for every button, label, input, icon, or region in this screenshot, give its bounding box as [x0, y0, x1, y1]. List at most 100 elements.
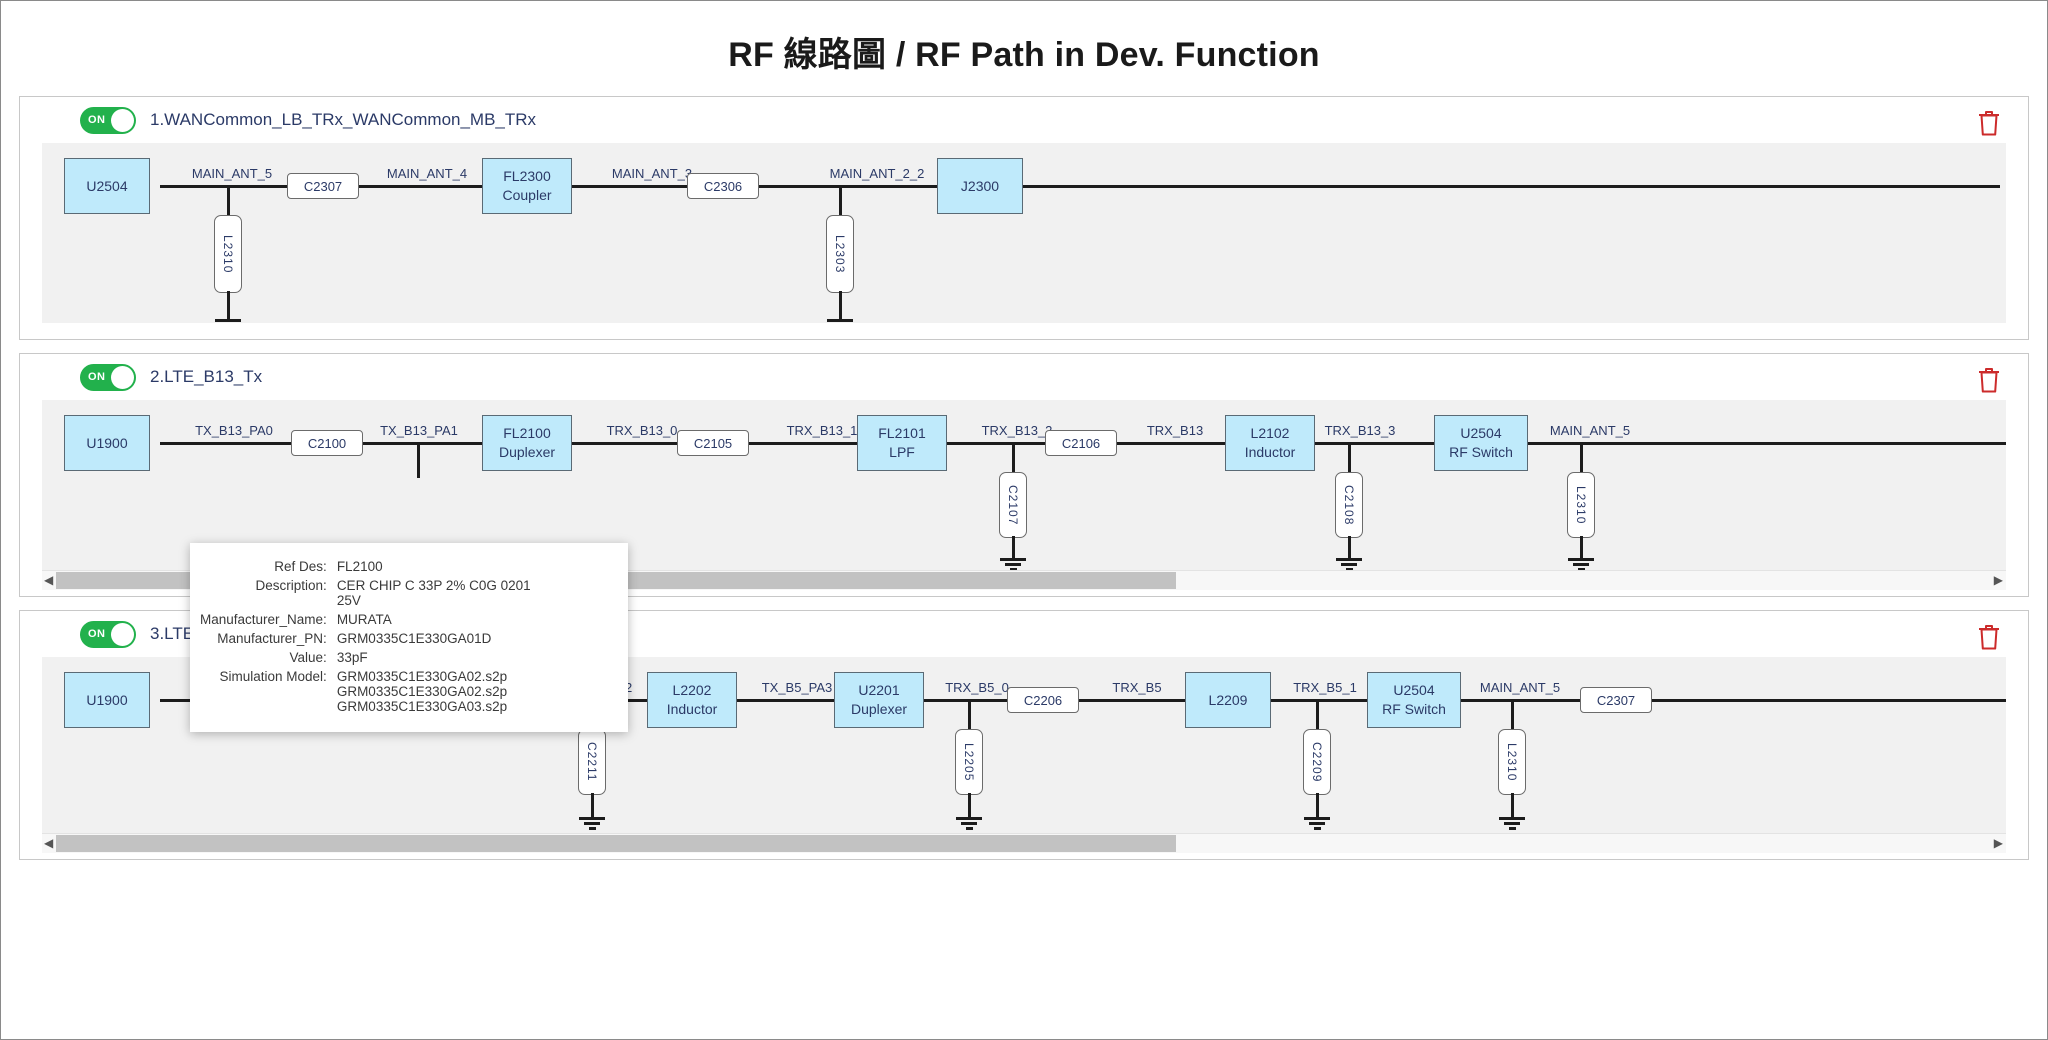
net-label: MAIN_ANT_3: [611, 166, 693, 181]
block-c2307[interactable]: C2307: [1580, 687, 1652, 713]
toggle-knob: [111, 622, 134, 646]
ground-icon: [1304, 815, 1330, 830]
block-ref: FL2100: [503, 425, 551, 442]
delete-icon[interactable]: [1976, 366, 2002, 394]
block-u2201[interactable]: U2201 Duplexer: [834, 672, 924, 728]
panel-1-canvas[interactable]: U2504 MAIN_ANT_5 C2307 MAIN_ANT_4 FL2300…: [42, 143, 2006, 323]
block-ref: L2310: [1505, 742, 1519, 782]
wire-main: [160, 699, 2006, 702]
block-sub: Coupler: [502, 187, 552, 203]
block-ref: L2209: [1208, 691, 1248, 708]
block-ref: U2504: [1393, 682, 1435, 699]
tooltip-value: MURATA: [336, 612, 392, 627]
block-c2211[interactable]: C2211: [578, 729, 606, 795]
net-label: TRX_B13_0: [606, 423, 678, 438]
tooltip-value: 33pF: [336, 650, 368, 665]
block-u1900[interactable]: U1900: [64, 672, 150, 728]
wire-shunt: [1348, 442, 1351, 478]
component-detail-tooltip: Ref Des: FL2100 Description: CER CHIP C …: [190, 543, 628, 732]
block-ref: C2307: [1596, 692, 1636, 708]
toggle-on-label: ON: [88, 628, 106, 640]
block-l2209[interactable]: L2209: [1185, 672, 1271, 728]
wire-gnd: [1348, 536, 1351, 558]
block-u2504[interactable]: U2504 RF Switch: [1434, 415, 1528, 471]
block-ref: U1900: [86, 434, 128, 451]
block-c2108[interactable]: C2108: [1335, 472, 1363, 538]
net-label: TRX_B13_3: [1324, 423, 1396, 438]
panel-1-toggle[interactable]: ON: [80, 106, 136, 134]
tooltip-table: Ref Des: FL2100 Description: CER CHIP C …: [200, 557, 547, 716]
block-u1900[interactable]: U1900: [64, 415, 150, 471]
block-c2106[interactable]: C2106: [1045, 430, 1117, 456]
ground-icon: [956, 815, 982, 830]
block-ref: FL2300: [503, 168, 551, 185]
path-panel-1: ON 1.WANCommon_LB_TRx_WANCommon_MB_TRx U…: [19, 96, 2029, 340]
panel-2-title: 2.LTE_B13_Tx: [150, 367, 263, 386]
block-l2310[interactable]: L2310: [1498, 729, 1526, 795]
panel-1-header: ON 1.WANCommon_LB_TRx_WANCommon_MB_TRx: [20, 97, 2028, 143]
ground-icon: [579, 815, 605, 830]
toggle-knob: [111, 365, 134, 389]
block-l2202[interactable]: L2202 Inductor: [647, 672, 737, 728]
block-c2209[interactable]: C2209: [1303, 729, 1331, 795]
block-ref: U1900: [86, 691, 128, 708]
net-label: MAIN_ANT_5: [191, 166, 273, 181]
panel-3-toggle[interactable]: ON: [80, 620, 136, 648]
tooltip-label: Manufacturer_Name:: [200, 612, 327, 627]
wire-shunt: [839, 185, 842, 221]
wire-shunt: [1511, 699, 1514, 735]
scroll-right-icon[interactable]: ▶: [1993, 836, 2003, 850]
block-fl2100[interactable]: FL2100 Duplexer: [482, 415, 572, 471]
block-ref: U2504: [1460, 425, 1502, 442]
block-ref: L2310: [221, 234, 235, 274]
panel-3-scrollbar[interactable]: ◀ ▶: [42, 833, 2006, 853]
net-label: TRX_B5_1: [1293, 680, 1357, 695]
wire-shunt: [1580, 442, 1583, 478]
tooltip-row: Value: 33pF: [200, 648, 547, 667]
tooltip-row: Ref Des: FL2100: [200, 557, 547, 576]
block-c2307[interactable]: C2307: [287, 173, 359, 199]
wire-gnd: [968, 793, 971, 817]
block-fl2101[interactable]: FL2101 LPF: [857, 415, 947, 471]
block-c2206[interactable]: C2206: [1007, 687, 1079, 713]
scroll-left-icon[interactable]: ◀: [44, 836, 54, 850]
block-sub: RF Switch: [1449, 444, 1513, 460]
block-l2310[interactable]: L2310: [1567, 472, 1595, 538]
ground-icon: [215, 317, 241, 323]
panel-2-canvas[interactable]: U1900 TX_B13_PA0 C2100 TX_B13_PA1 FL2100…: [42, 400, 2006, 570]
panel-2-toggle[interactable]: ON: [80, 363, 136, 391]
panel-1-title: 1.WANCommon_LB_TRx_WANCommon_MB_TRx: [150, 110, 537, 129]
net-label: TRX_B5: [1112, 680, 1162, 695]
scrollbar-thumb[interactable]: [56, 835, 1176, 852]
wire-shunt: [417, 442, 420, 478]
panel-list: ON 1.WANCommon_LB_TRx_WANCommon_MB_TRx U…: [1, 96, 2047, 860]
wire-gnd: [1511, 793, 1514, 817]
tooltip-row: Manufacturer_PN: GRM0335C1E330GA01D: [200, 629, 547, 648]
ground-icon: [1499, 815, 1525, 830]
block-l2102[interactable]: L2102 Inductor: [1225, 415, 1315, 471]
delete-icon[interactable]: [1976, 623, 2002, 651]
tooltip-label: Ref Des:: [274, 559, 327, 574]
block-l2303[interactable]: L2303: [826, 215, 854, 293]
block-c2107[interactable]: C2107: [999, 472, 1027, 538]
tooltip-value: FL2100: [336, 559, 383, 574]
scroll-right-icon[interactable]: ▶: [1993, 573, 2003, 587]
delete-icon[interactable]: [1976, 109, 2002, 137]
block-l2310[interactable]: L2310: [214, 215, 242, 293]
wire-main: [160, 185, 2000, 188]
block-c2105[interactable]: C2105: [677, 430, 749, 456]
block-j2300[interactable]: J2300: [937, 158, 1023, 214]
page-title: RF 線路圖 / RF Path in Dev. Function: [728, 36, 1320, 74]
scroll-left-icon[interactable]: ◀: [44, 573, 54, 587]
block-l2205[interactable]: L2205: [955, 729, 983, 795]
block-u2504[interactable]: U2504: [64, 158, 150, 214]
net-label: MAIN_ANT_5: [1549, 423, 1631, 438]
block-ref: L2310: [1574, 485, 1588, 525]
block-c2306[interactable]: C2306: [687, 173, 759, 199]
net-label: MAIN_ANT_2_2: [829, 166, 925, 181]
block-fl2300[interactable]: FL2300 Coupler: [482, 158, 572, 214]
net-label: TX_B5_PA3: [761, 680, 833, 695]
tooltip-row: Manufacturer_Name: MURATA: [200, 610, 547, 629]
block-c2100[interactable]: C2100: [291, 430, 363, 456]
block-u2504[interactable]: U2504 RF Switch: [1367, 672, 1461, 728]
